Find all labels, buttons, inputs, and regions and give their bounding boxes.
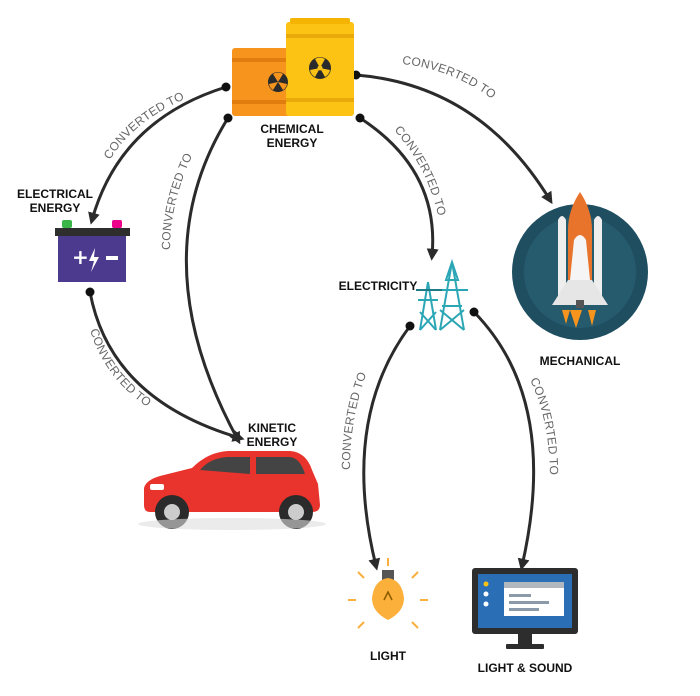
light-label: LIGHT: [370, 649, 407, 663]
electrical-energy-label-line2: ENERGY: [30, 201, 81, 215]
edge-label-chemical-mechanical: CONVERTED TO: [402, 53, 499, 102]
power-tower-icon: [416, 258, 468, 331]
edge-label-chemical-electrical: CONVERTED TO: [101, 89, 187, 162]
edge-chemical-to-electrical: [90, 82, 231, 222]
chemical-energy-label-line1: CHEMICAL: [260, 122, 323, 136]
edge-label-electrical-kinetic: CONVERTED TO: [87, 327, 154, 410]
light-bulb-icon: [348, 558, 428, 629]
chemical-energy-label-line2: ENERGY: [267, 136, 318, 150]
edge-chemical-to-electricity: [355, 113, 435, 258]
edge-label-chemical-kinetic: CONVERTED TO: [159, 151, 195, 250]
kinetic-energy-label-line2: ENERGY: [247, 435, 298, 449]
electrical-energy-label-line1: ELECTRICAL: [17, 187, 93, 201]
kinetic-energy-label-line1: KINETIC: [248, 421, 296, 435]
edge-chemical-to-kinetic: [184, 113, 240, 442]
car-icon: [138, 451, 326, 530]
edge-label-chemical-electricity: CONVERTED TO: [392, 123, 449, 217]
light-sound-label: LIGHT & SOUND: [478, 661, 573, 675]
rocket-icon: [512, 192, 648, 340]
electricity-label: ELECTRICITY: [339, 279, 418, 293]
edge-electricity-to-light-sound: [469, 307, 536, 568]
monitor-icon: [472, 568, 578, 649]
edge-electricity-to-light: [362, 321, 415, 568]
barrels-icon: [232, 18, 354, 116]
battery-icon: +: [55, 220, 130, 282]
edge-electrical-to-kinetic: [85, 287, 242, 440]
svg-text:+: +: [72, 245, 89, 269]
mechanical-label: MECHANICAL: [540, 354, 621, 368]
